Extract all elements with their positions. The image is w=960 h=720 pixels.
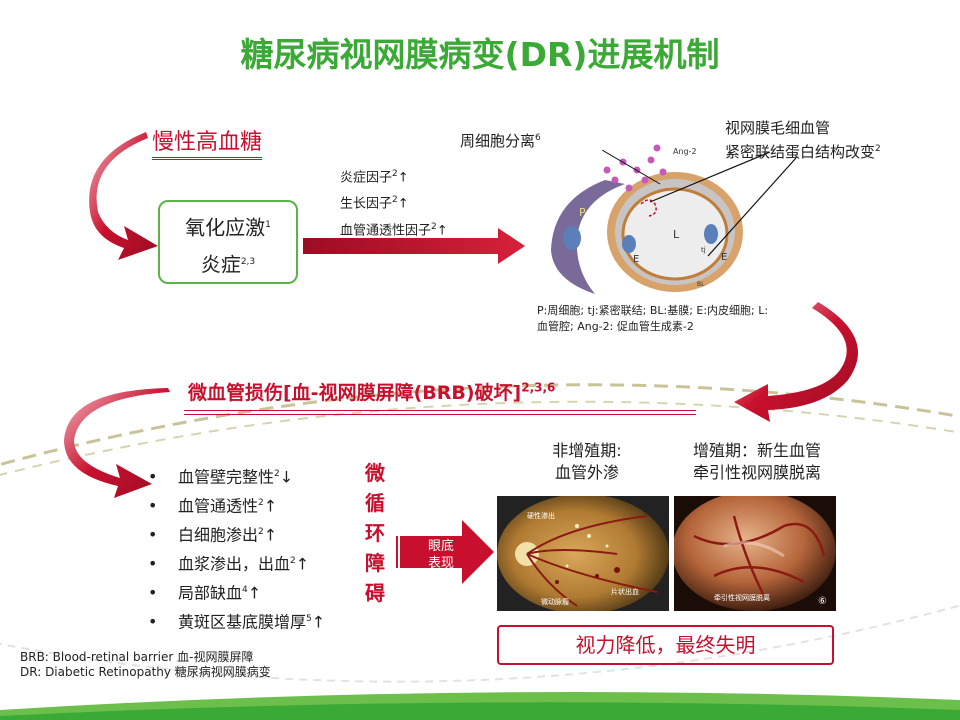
label-L: L: [673, 228, 680, 241]
microcirculation-disorder-label: 微 循 环 障 碍: [365, 461, 385, 605]
fundus-image-proliferative: 牵引性视网膜脱离 ⑥: [674, 496, 836, 611]
curved-arrow-lower-left: [64, 388, 170, 498]
label-E2: E: [721, 252, 727, 263]
footnote-brb: BRB: Blood-retinal barrier 血-视网膜屏障: [20, 650, 254, 664]
arrow-right-factors: [303, 228, 525, 264]
list-item: •局部缺血4↑: [148, 583, 262, 603]
label-P: P: [579, 206, 586, 219]
curved-arrow-right: [734, 302, 858, 422]
tight-junction-label: 视网膜毛细血管 紧密联结蛋白结构改变2: [725, 119, 881, 161]
label-traction-detachment: 牵引性视网膜脱离: [714, 593, 770, 602]
list-item: •白细胞渗出2↑: [148, 525, 278, 545]
curved-arrow-top-left: [89, 132, 158, 260]
list-item: •血管壁完整性2↓: [148, 467, 294, 487]
fundus-image-nonproliferative: 硬性渗出 微动脉瘤 片状出血: [497, 496, 669, 611]
reference-badge: ⑥: [818, 596, 827, 607]
hyperglycemia-label: 慢性高血糖: [152, 124, 263, 160]
factor-list: 炎症因子2↑ 生长因子2↑ 血管通透性因子2↑: [340, 163, 448, 242]
fundus-arrow-stripes: [396, 536, 406, 568]
diagram-caption: P:周细胞; tj:紧密联结; BL:基膜; E:内皮细胞; L: 血管腔; A…: [537, 304, 769, 333]
factor-item: 血管通透性因子2↑: [340, 221, 448, 238]
label-blot-hemorrhage: 片状出血: [611, 587, 639, 596]
label-BL: BL: [697, 281, 705, 288]
page-title: 糖尿病视网膜病变(DR)进展机制: [240, 35, 720, 74]
label-hard-exudate: 硬性渗出: [527, 511, 555, 520]
proliferative-title: 增殖期：新生血管 牵引性视网膜脱离: [692, 441, 821, 482]
brb-effects-list: •血管壁完整性2↓ •血管通透性2↑ •白细胞渗出2↑ •血浆渗出，出血2↑ •…: [148, 460, 325, 634]
outcome-box: 视力降低，最终失明: [497, 625, 834, 665]
fundus-arrow: [400, 520, 494, 584]
list-item: •黄斑区基底膜增厚5↑: [148, 612, 326, 632]
brb-title: 微血管损伤[血-视网膜屏障(BRB)破坏]2,3,6: [188, 380, 556, 404]
list-item: •血管通透性2↑: [148, 496, 278, 516]
bottom-decorative-band: [0, 692, 960, 720]
fundus-arrow-label: 眼底 表现: [427, 539, 454, 571]
label-tj: tj: [701, 246, 706, 254]
label-microaneurysm: 微动脉瘤: [541, 597, 569, 606]
label-E1: E: [633, 254, 639, 265]
factor-item: 生长因子2↑: [340, 195, 409, 212]
nonproliferative-title: 非增殖期: 血管外渗: [552, 441, 622, 482]
capillary-cross-section-diagram: P L E E tj BL Ang-2: [551, 144, 743, 294]
factor-item: 炎症因子2↑: [340, 169, 409, 186]
stress-line2: 炎症: [200, 252, 241, 277]
stress-line1: 氧化应激: [185, 215, 266, 240]
oxidative-stress-box: 氧化应激1 炎症2,3: [158, 200, 298, 284]
list-item: •血浆渗出，出血2↑: [148, 554, 310, 574]
label-Ang2: Ang-2: [673, 147, 697, 156]
tj-pointer-lines: [601, 150, 797, 257]
footnote-dr: DR: Diabetic Retinopathy 糖尿病视网膜病变: [20, 665, 271, 679]
pericyte-detach-label: 周细胞分离6: [460, 132, 541, 150]
brb-underline: [184, 410, 696, 415]
